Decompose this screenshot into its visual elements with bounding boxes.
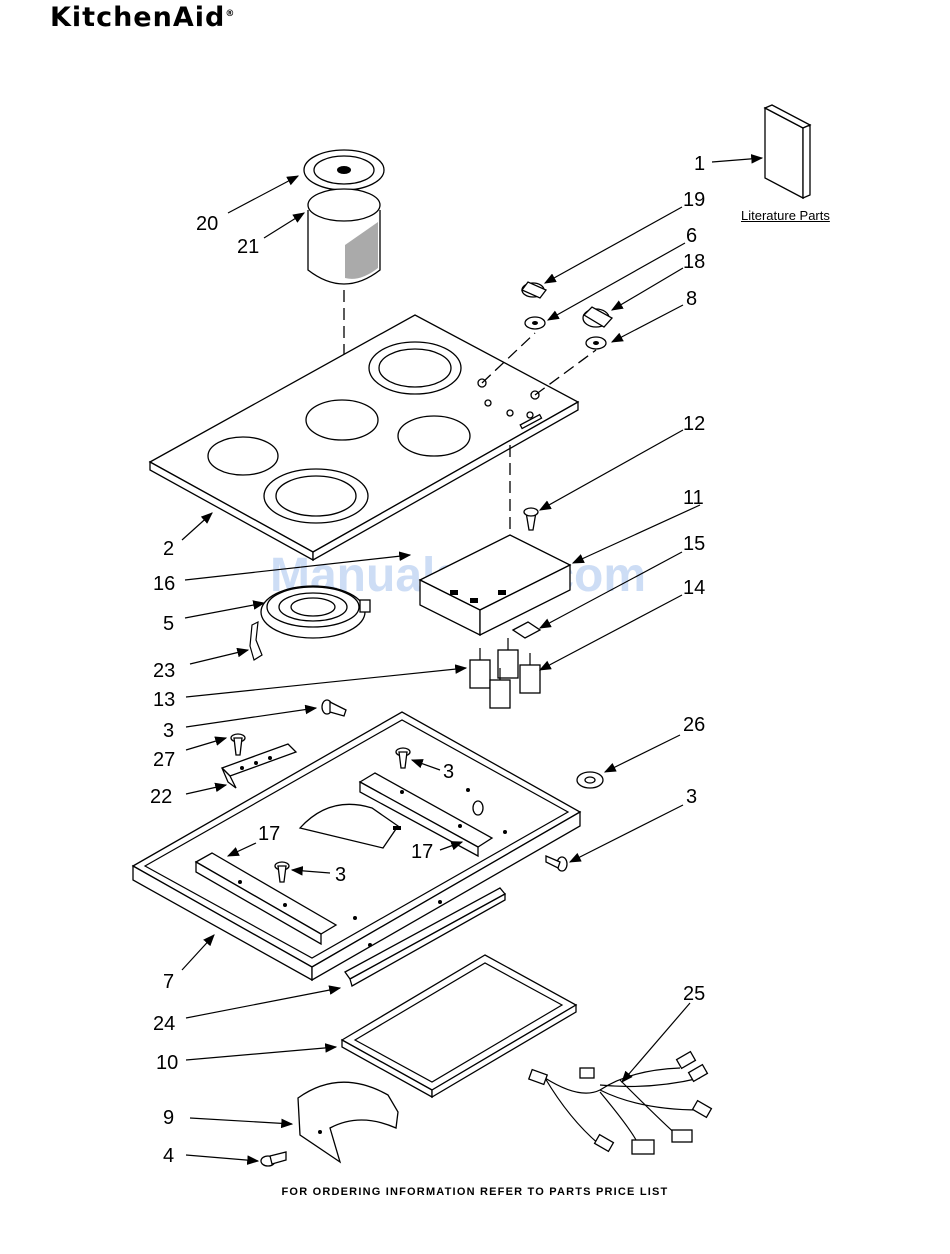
callout-2: 2	[163, 538, 174, 560]
callout-7: 7	[163, 971, 174, 993]
callout-17-a: 17	[258, 823, 280, 845]
callout-21: 21	[237, 236, 259, 258]
surface-element-5	[261, 586, 370, 638]
screw-27	[231, 734, 245, 755]
callout-4: 4	[163, 1145, 174, 1167]
switch-bracket	[420, 535, 570, 635]
callout-15: 15	[683, 533, 705, 555]
label-15	[513, 622, 540, 638]
callout-26: 26	[683, 714, 705, 736]
callout-1: 1	[694, 153, 705, 175]
callout-3-d: 3	[335, 864, 346, 886]
screw-4	[261, 1152, 286, 1166]
knob-19	[522, 282, 546, 298]
callout-10: 10	[156, 1052, 178, 1074]
callout-12: 12	[683, 413, 705, 435]
grommet-26	[577, 772, 603, 788]
cooktop-glass	[150, 315, 578, 560]
infinite-switches-14	[470, 638, 540, 708]
callout-6: 6	[686, 225, 697, 247]
clip-23	[250, 622, 262, 660]
grill-cartridge	[304, 150, 384, 284]
callout-14: 14	[683, 577, 705, 599]
callout-8: 8	[686, 288, 697, 310]
callout-11: 11	[683, 487, 704, 509]
callout-13: 13	[153, 689, 175, 711]
screw-12	[524, 508, 538, 530]
bezel-8	[586, 337, 606, 349]
knob-18	[583, 307, 612, 327]
callout-23: 23	[153, 660, 175, 682]
callout-9: 9	[163, 1107, 174, 1129]
callout-3-b: 3	[443, 761, 454, 783]
callout-16: 16	[153, 573, 175, 595]
callout-25: 25	[683, 983, 705, 1005]
shield-9	[298, 1082, 398, 1162]
callout-19: 19	[683, 189, 705, 211]
callout-24: 24	[153, 1013, 175, 1035]
screw-3-right	[546, 856, 567, 871]
callout-5: 5	[163, 613, 174, 635]
screw-3-top	[322, 700, 346, 716]
callout-3-c: 3	[686, 786, 697, 808]
callout-18: 18	[683, 251, 705, 273]
callout-3-a: 3	[163, 720, 174, 742]
callout-22: 22	[150, 786, 172, 808]
callout-17-b: 17	[411, 841, 433, 863]
burner-box	[133, 712, 580, 980]
callout-20: 20	[196, 213, 218, 235]
literature-booklet	[765, 105, 810, 198]
literature-parts-label: Literature Parts	[741, 208, 830, 223]
bezel-6	[525, 317, 545, 329]
ordering-footer: FOR ORDERING INFORMATION REFER TO PARTS …	[0, 1186, 950, 1198]
wire-harness-25	[529, 1052, 712, 1154]
callout-27: 27	[153, 749, 175, 771]
